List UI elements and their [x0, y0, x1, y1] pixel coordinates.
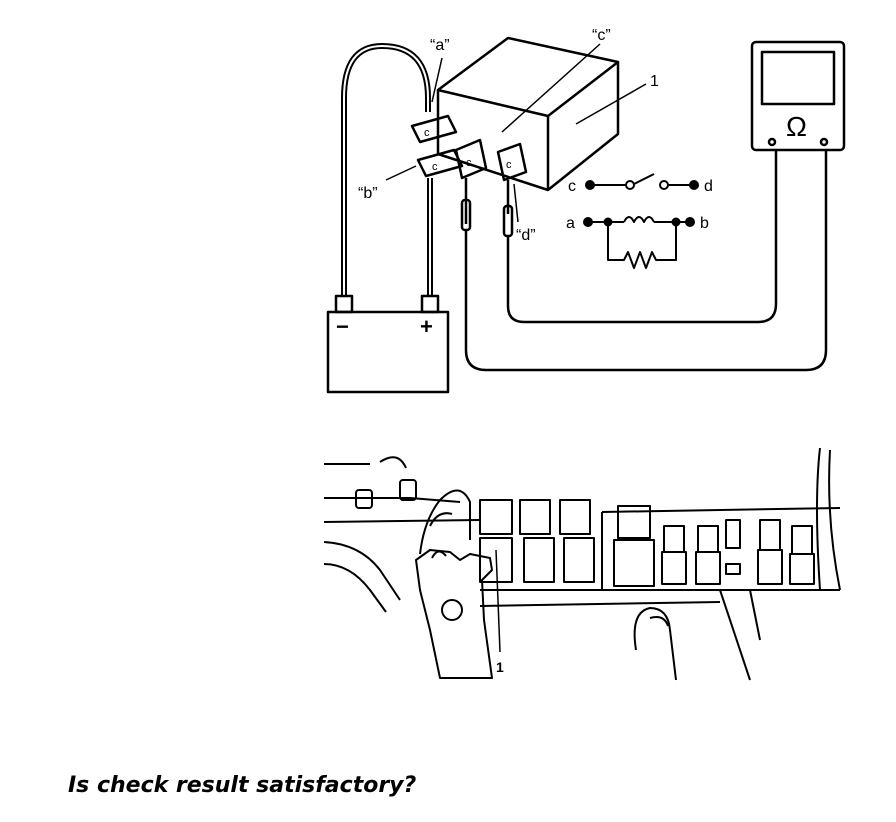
- schematic-label-b: b: [700, 215, 709, 232]
- ohm-symbol: Ω: [786, 111, 807, 142]
- relay-terminal-c: c: [454, 138, 488, 180]
- battery-positive-sign: +: [420, 314, 433, 339]
- hand-right: [633, 589, 761, 681]
- relay-terminal-a: c: [410, 114, 458, 144]
- fusebox-relay-removal-figure: 1: [323, 447, 841, 681]
- callout-leader-a: [431, 57, 443, 103]
- relay-coil-schematic: [583, 216, 695, 269]
- svg-text:c: c: [432, 161, 438, 173]
- relay-terminal-d: c: [496, 142, 528, 182]
- ohmmeter: [750, 40, 846, 152]
- callout-leader-relay: [495, 549, 501, 653]
- schematic-label-d: d: [704, 178, 713, 195]
- battery-negative-sign: −: [336, 314, 349, 339]
- relay-puller-tool: [415, 549, 493, 679]
- svg-text:c: c: [506, 159, 512, 171]
- callout-a: “a”: [430, 37, 450, 54]
- callout-d: “d”: [516, 227, 536, 244]
- probe-lead-d: [502, 150, 778, 324]
- schematic-label-c: c: [568, 178, 576, 195]
- relay-body: [436, 36, 620, 192]
- callout-leader-c: [501, 43, 601, 133]
- callout-b: “b”: [358, 185, 378, 202]
- check-result-question: Is check result satisfactory?: [68, 773, 417, 798]
- probe-lead-c: [460, 150, 828, 372]
- callout-relay-number: 1: [650, 73, 659, 90]
- callout-leader-d: [513, 183, 519, 223]
- fuse-box-relays: [479, 499, 655, 590]
- dashboard-panel: [323, 447, 841, 613]
- relay-terminal-b: c: [416, 148, 464, 178]
- callout-c: “c”: [592, 28, 611, 44]
- jumper-wire-negative: [341, 43, 431, 296]
- callout-relay-number: 1: [496, 659, 504, 675]
- svg-text:c: c: [466, 157, 472, 169]
- relay-switch-schematic: [585, 173, 699, 190]
- battery: [326, 294, 450, 394]
- callout-leader-b: [385, 165, 417, 181]
- hand-left: [419, 489, 471, 555]
- svg-text:c: c: [424, 127, 430, 139]
- callout-leader-1: [575, 83, 647, 125]
- schematic-label-a: a: [566, 215, 575, 232]
- fuse-box-fuses: [661, 519, 815, 585]
- relay-check-diagram: c c c c: [326, 28, 846, 394]
